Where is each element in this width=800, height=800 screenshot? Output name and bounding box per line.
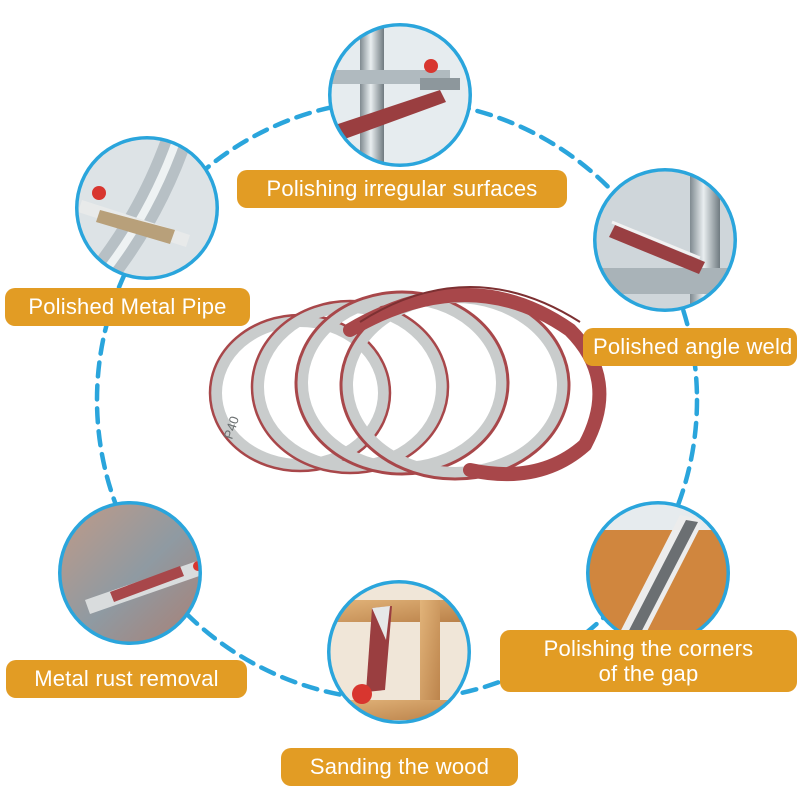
photo-irregular-surfaces [328,23,472,167]
photo-metal-pipe [75,136,219,280]
label-polishing-corners-gap-line2: of the gap [598,661,699,686]
label-polishing-corners-gap-line1: Polishing the corners [543,636,754,661]
sanding-belts-stack: P40 [208,286,607,482]
label-polished-angle-weld: Polished angle weld [583,328,797,366]
belt-grit-print: P40 [221,414,242,441]
photo-sanding-wood [327,580,471,724]
photo-corners-gap [586,501,730,645]
label-polished-metal-pipe: Polished Metal Pipe [5,288,250,326]
label-sanding-the-wood: Sanding the wood [281,748,518,786]
label-polishing-corners-gap: Polishing the corners of the gap [500,630,797,692]
photo-angle-weld [593,168,737,312]
label-polishing-irregular-surfaces: Polishing irregular surfaces [237,170,567,208]
photo-rust-removal [58,501,202,645]
label-metal-rust-removal: Metal rust removal [6,660,247,698]
